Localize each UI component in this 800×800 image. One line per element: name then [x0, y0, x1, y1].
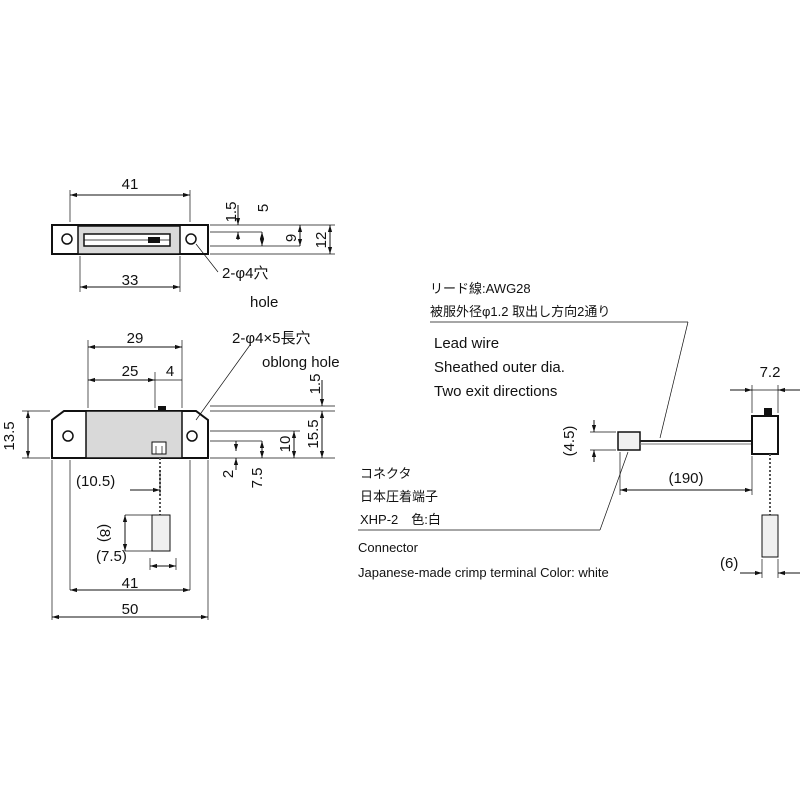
front-dim-25: 25: [122, 363, 139, 380]
top-dim-33: 33: [122, 272, 139, 289]
front-right-hole: [186, 430, 198, 442]
front-dim-1-5: 1.5: [307, 374, 324, 395]
top-dim-12: 12: [313, 232, 330, 249]
top-dim-5: 5: [255, 204, 272, 212]
front-oblong-en: oblong hole: [262, 354, 340, 371]
front-dim-15-5: 15.5: [305, 419, 322, 448]
top-left-hole: [61, 233, 73, 245]
front-dim-13-5: 13.5: [1, 421, 18, 450]
top-view: 41 33 1.5 5 9 12 2-φ4穴 hole: [51, 176, 335, 311]
top-hole-en: hole: [250, 294, 278, 311]
connector-en-1: Connector: [358, 540, 419, 555]
connector-en-2: Japanese-made crimp terminal Color: whit…: [358, 565, 609, 580]
front-center-block: [85, 410, 183, 459]
front-dim-7-5-right: 7.5: [249, 468, 266, 489]
side-body: [751, 415, 779, 455]
lead-wire-en-3: Two exit directions: [434, 383, 557, 400]
top-slot-mark: [148, 237, 160, 243]
front-left-hole: [62, 430, 74, 442]
front-wire-exit: [151, 441, 167, 455]
side-dim-7-2: 7.2: [760, 364, 781, 381]
front-connector: [151, 514, 171, 552]
front-view: 29 25 4 2-φ4×5長穴 oblong hole 1.5 15.5 10…: [1, 330, 340, 620]
top-dim-41: 41: [122, 176, 139, 193]
lead-wire-jp-1: リード線:AWG28: [430, 281, 531, 296]
side-dim-6: (6): [720, 555, 738, 572]
front-dim-10-5: (10.5): [76, 473, 115, 490]
side-connector-down: [761, 514, 779, 558]
side-view: 7.2 (4.5) (190) (6): [561, 364, 800, 578]
top-hole-spec: 2-φ4穴: [222, 265, 268, 282]
front-dim-29: 29: [127, 330, 144, 347]
front-dim-8: (8): [96, 524, 113, 542]
top-dim-1-5: 1.5: [223, 202, 240, 223]
top-dim-9: 9: [283, 234, 300, 242]
side-dim-190: (190): [668, 470, 703, 487]
connector-notes: コネクタ 日本圧着端子 XHP-2 色:白 Connector Japanese…: [358, 451, 629, 580]
lead-wire-en-2: Sheathed outer dia.: [434, 359, 565, 376]
connector-jp-2: 日本圧着端子: [360, 489, 438, 504]
side-dim-4-5: (4.5): [561, 426, 578, 457]
front-dim-7-5: (7.5): [96, 548, 127, 565]
top-right-hole: [185, 233, 197, 245]
connector-jp-3: XHP-2 色:白: [360, 512, 441, 527]
front-oblong-spec: 2-φ4×5長穴: [232, 330, 311, 347]
side-connector: [617, 431, 641, 451]
front-dim-41: 41: [122, 575, 139, 592]
lead-wire-notes: リード線:AWG28 被服外径φ1.2 取出し方向2通り Lead wire S…: [430, 281, 689, 439]
front-dim-50: 50: [122, 601, 139, 618]
connector-jp-1: コネクタ: [360, 466, 411, 481]
lead-wire-en-1: Lead wire: [434, 335, 499, 352]
front-dim-2: 2: [220, 470, 237, 478]
front-dim-10: 10: [277, 436, 294, 453]
front-dim-4: 4: [166, 363, 174, 380]
lead-wire-jp-2: 被服外径φ1.2 取出し方向2通り: [430, 304, 610, 319]
